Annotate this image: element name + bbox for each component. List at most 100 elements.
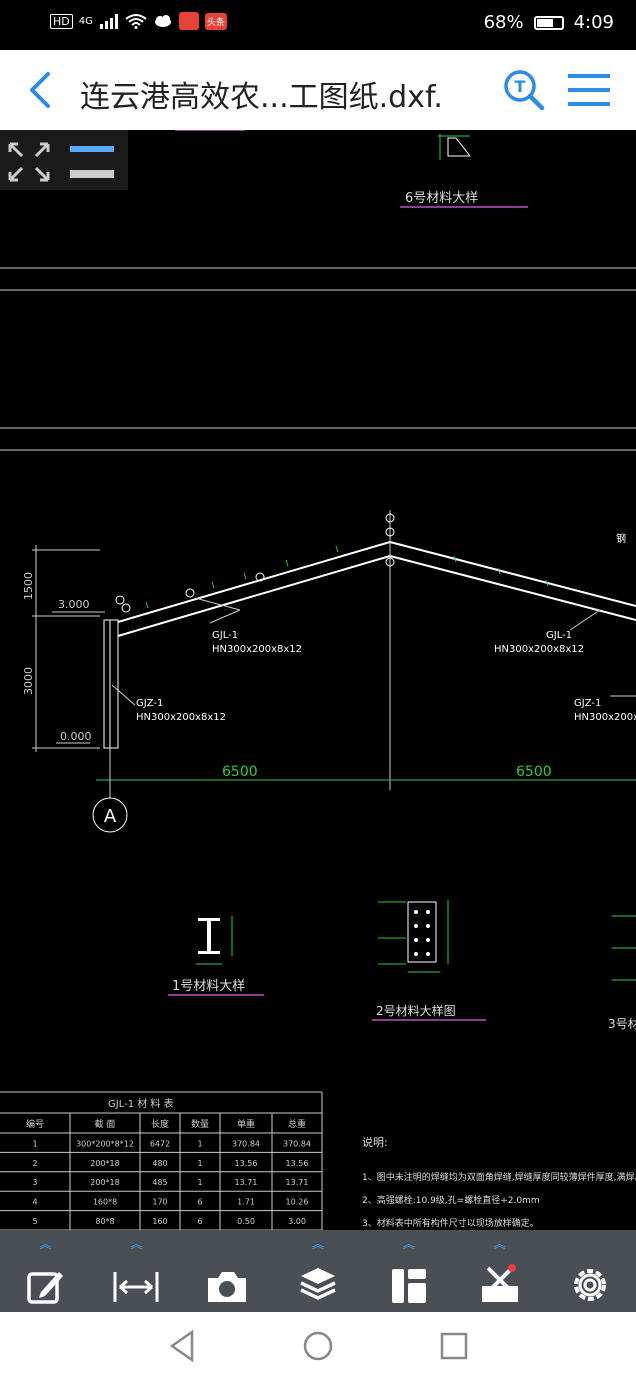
- detail-6: 6号材料大样: [400, 134, 528, 208]
- network-badge: 4G: [78, 15, 93, 27]
- table-header-cell: 截 面: [95, 1118, 116, 1130]
- detail-2-label: 2号材料大样图: [376, 1003, 456, 1018]
- search-badge-letter: T: [515, 77, 526, 96]
- note-1: 1、图中未注明的焊缝均为双面角焊缝,焊缝厚度同较薄焊件厚度,满焊。: [362, 1171, 636, 1183]
- table-header-cell: 总重: [288, 1118, 306, 1130]
- gear-icon: [574, 1269, 607, 1301]
- dim-1500-label: 1500: [22, 572, 35, 600]
- table-cell: 3: [32, 1178, 37, 1187]
- table-cell: 370.84: [232, 1139, 260, 1148]
- layout-toggle-icon[interactable]: [70, 146, 114, 178]
- notes: 说明: 1、图中未注明的焊缝均为双面角焊缝,焊缝厚度同较薄焊件厚度,满焊。 2、…: [362, 1135, 636, 1229]
- nav-home-icon[interactable]: [302, 1330, 334, 1362]
- notes-title: 说明:: [362, 1135, 388, 1149]
- col-right-name: GJZ-1: [574, 698, 601, 709]
- nav-back-icon[interactable]: [168, 1330, 196, 1362]
- battery-icon: [533, 15, 564, 30]
- table-cell: 200*18: [90, 1159, 119, 1168]
- axis-a-label: A: [104, 806, 117, 827]
- status-indicators: HD 4G 头条: [50, 12, 227, 30]
- camera-icon: [208, 1272, 247, 1302]
- table-cell: 160: [152, 1217, 167, 1226]
- back-arrow-icon[interactable]: [22, 68, 62, 112]
- status-right: 68% 4:09: [484, 12, 614, 33]
- cloud-icon: [154, 15, 171, 27]
- toutiao-badge: 头条: [204, 12, 227, 30]
- table-header-cell: 长度: [151, 1118, 169, 1130]
- signal-icon: [99, 14, 118, 29]
- table-cell: 13.56: [286, 1159, 309, 1168]
- fullscreen-icon[interactable]: [8, 142, 50, 182]
- table-cell: 485: [152, 1178, 167, 1187]
- table-cell: 170: [152, 1198, 167, 1207]
- table-cell: 300*200*8*12: [76, 1139, 134, 1148]
- table-header-cell: 单重: [237, 1118, 255, 1130]
- detail-1: 1号材料大样: [168, 916, 264, 996]
- bottom-toolbar: ︽ ︽ ︽ ︽: [0, 1230, 636, 1312]
- col-left-spec: HN300x200x8x12: [136, 712, 226, 723]
- table-cell: 200*18: [90, 1178, 119, 1187]
- edit-icon: [27, 1272, 64, 1304]
- elev-3000-label: 3.000: [58, 598, 90, 611]
- wifi-icon: [125, 14, 147, 29]
- layout-tool[interactable]: ︽: [379, 1236, 439, 1306]
- table-cell: 370.84: [283, 1139, 311, 1148]
- cad-drawing-canvas[interactable]: 6号材料大样 1500 3000 3.000 0.000: [0, 130, 636, 1230]
- chevron-up-icon[interactable]: ︽: [39, 1237, 52, 1251]
- col-left-name: GJZ-1: [136, 698, 163, 709]
- status-bar: HD 4G 头条 68% 4:09: [0, 0, 636, 50]
- beam-right-name: GJL-1: [546, 630, 572, 641]
- table-cell: 3.00: [288, 1217, 306, 1226]
- chevron-up-icon[interactable]: ︽: [130, 1237, 143, 1251]
- elev-0000-label: 0.000: [60, 730, 92, 743]
- chevron-up-icon[interactable]: ︽: [402, 1237, 415, 1251]
- table-cell: 0.50: [237, 1217, 255, 1226]
- layers-icon: [300, 1268, 336, 1300]
- text-search-icon[interactable]: T: [502, 68, 546, 112]
- document-title: 连云港高效农...工图纸.dxf.: [80, 80, 443, 115]
- hamburger-menu-icon[interactable]: [566, 70, 612, 110]
- table-cell: 10.26: [286, 1198, 309, 1207]
- measure-tool[interactable]: ︽: [106, 1236, 166, 1306]
- edge-hint: 钢: [616, 532, 626, 545]
- table-cell: 13.56: [235, 1159, 258, 1168]
- layers-tool[interactable]: ︽: [288, 1236, 348, 1306]
- table-cell: 6472: [150, 1139, 170, 1148]
- nav-recents-icon[interactable]: [440, 1330, 468, 1362]
- app-bar: 连云港高效农...工图纸.dxf. T: [0, 50, 636, 130]
- frame-elevation: 1500 3000 3.000 0.000: [22, 510, 636, 833]
- detail-6-label: 6号材料大样: [405, 191, 478, 206]
- note-2: 2、高强螺栓:10.9级,孔=螺栓直径+2.0mm: [362, 1194, 540, 1206]
- screenshot-tool[interactable]: [197, 1236, 257, 1306]
- table-cell: 6: [197, 1198, 202, 1207]
- table-cell: 480: [152, 1159, 167, 1168]
- table-cell: 1: [197, 1159, 202, 1168]
- dim-3000-label: 3000: [22, 667, 35, 695]
- table-cell: 1: [197, 1178, 202, 1187]
- chevron-up-icon[interactable]: ︽: [493, 1237, 506, 1251]
- view-controls-graphic: [8, 142, 114, 182]
- beam-left-spec: HN300x200x8x12: [212, 644, 302, 655]
- settings-tool[interactable]: [560, 1236, 620, 1306]
- detail-3: 3号材: [608, 915, 636, 1031]
- table-header-cell: 数量: [191, 1118, 209, 1130]
- hd-badge: HD: [50, 13, 73, 29]
- table-cell: 13.71: [286, 1178, 309, 1187]
- chevron-up-icon[interactable]: ︽: [311, 1237, 324, 1251]
- table-cell: 13.71: [235, 1178, 258, 1187]
- detail-2: 2号材料大样图: [372, 900, 486, 1021]
- table-title: GJL-1 材 料 表: [108, 1097, 174, 1110]
- app-notification-icon: [178, 12, 199, 30]
- tools-tool[interactable]: ︽: [470, 1236, 530, 1306]
- col-right-spec: HN300x200x8: [574, 712, 636, 723]
- table-cell: 1: [32, 1139, 37, 1148]
- table-cell: 6: [197, 1217, 202, 1226]
- table-cell: 160*8: [93, 1198, 117, 1207]
- table-cell: 2: [32, 1159, 37, 1168]
- edit-tool[interactable]: ︽: [15, 1236, 75, 1306]
- beam-right-spec: HN300x200x8x12: [494, 644, 584, 655]
- span-right-label: 6500: [516, 764, 552, 780]
- table-cell: 1.71: [237, 1198, 255, 1207]
- detail-1-label: 1号材料大样: [172, 979, 245, 994]
